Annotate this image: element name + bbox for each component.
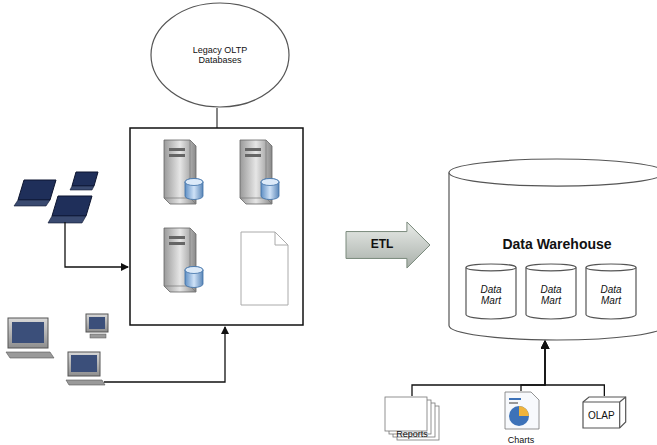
node-label: Charts [508,435,535,445]
link-line [104,327,225,382]
node-label: Data Mart [594,284,628,307]
node-label: Reports [396,429,428,439]
node-label: Data Mart [534,284,568,307]
node-label: Data Mart [474,284,508,307]
node-label: OLAP [588,410,615,422]
connector [521,341,545,391]
process-arrow: ETL [345,221,431,269]
link-line [65,222,128,267]
node-label: Data Warehouse [502,236,611,252]
source-box [130,128,303,325]
connector [545,341,604,396]
link-line [216,108,217,128]
data-mart-cylinder: Data Mart [585,263,637,319]
laptop-icons [14,172,98,223]
data-mart-cylinder: Data Mart [525,263,577,319]
document-icon [241,232,288,305]
desktop-icons [6,314,108,385]
node-label: ETL [371,238,394,252]
reports-icon: Reports [384,396,440,442]
connector [412,341,545,396]
database-ellipse: Legacy OLTP Databases [150,2,290,108]
node-label: Legacy OLTP Databases [185,45,255,66]
data-mart-cylinder: Data Mart [465,263,517,319]
olap-cube: OLAP [582,396,627,429]
warehouse-cylinder: Data WarehouseData Mart Data Mart Data Mar… [448,158,657,340]
charts-icon: Charts [497,391,545,445]
